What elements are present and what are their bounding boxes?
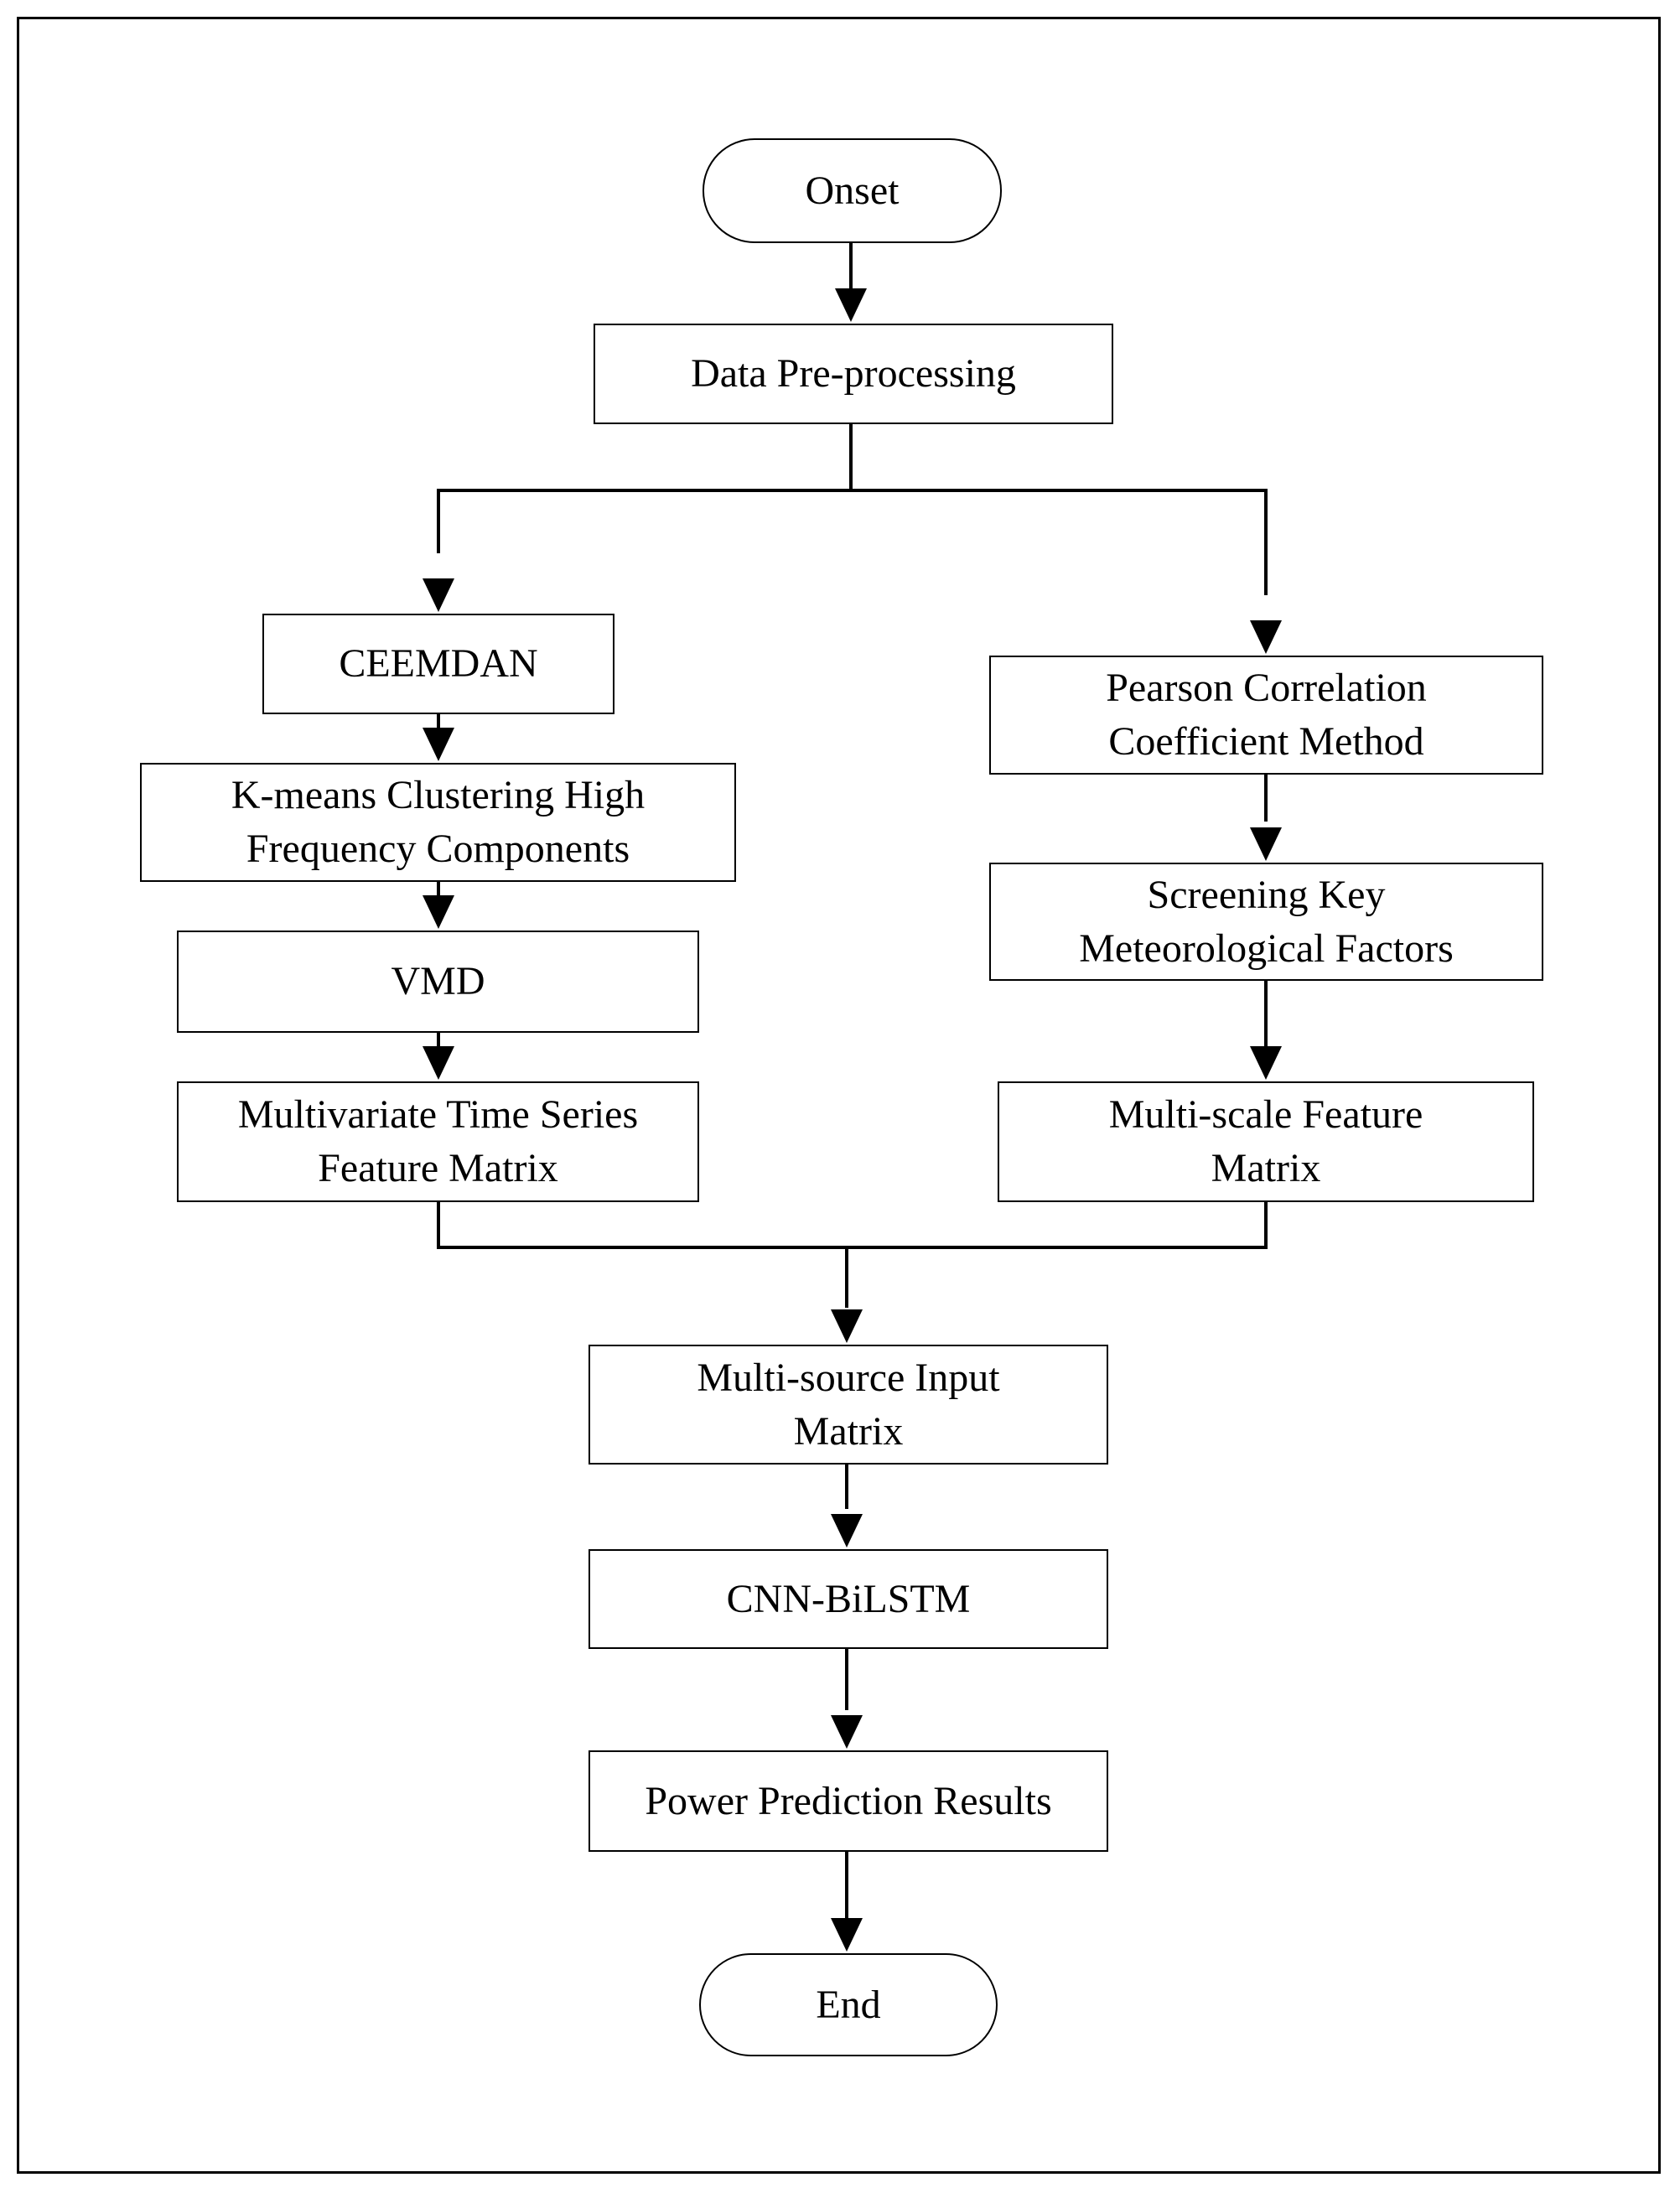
arrowhead-screening (1250, 827, 1282, 861)
arrowhead-multisource (831, 1309, 863, 1343)
vmd-label: VMD (391, 959, 485, 1003)
connector-merge (437, 1200, 1268, 1249)
arrowhead-results (831, 1715, 863, 1749)
ceemdan-box: CEEMDAN (262, 614, 614, 714)
arrowhead-vmd (423, 895, 454, 929)
multivariate-matrix-label: Multivariate Time Series Feature Matrix (237, 1092, 639, 1190)
arrowhead-preprocess (835, 288, 867, 322)
screening-label: Screening Key Meteorological Factors (1079, 872, 1454, 971)
power-prediction-box: Power Prediction Results (589, 1750, 1108, 1852)
data-preprocessing-box: Data Pre-processing (594, 324, 1113, 424)
cnn-bilstm-label: CNN-BiLSTM (726, 1576, 971, 1621)
kmeans-box: K-means Clustering High Frequency Compon… (140, 763, 736, 882)
cnn-bilstm-box: CNN-BiLSTM (589, 1549, 1108, 1649)
multisource-input-box: Multi-source Input Matrix (589, 1345, 1108, 1465)
arrowhead-multiscale (1250, 1046, 1282, 1080)
onset-terminal: Onset (703, 138, 1002, 243)
connector-preprocess-right (851, 489, 1268, 595)
end-terminal: End (699, 1953, 998, 2056)
ceemdan-label: CEEMDAN (339, 641, 538, 686)
multiscale-matrix-label: Multi-scale Feature Matrix (1108, 1092, 1423, 1190)
outer-frame (17, 17, 1661, 2174)
arrowhead-pearson (1250, 620, 1282, 654)
pearson-box: Pearson Correlation Coefficient Method (989, 656, 1543, 775)
kmeans-label: K-means Clustering High Frequency Compon… (231, 773, 646, 871)
power-prediction-label: Power Prediction Results (645, 1778, 1052, 1823)
arrowhead-kmeans (423, 728, 454, 761)
arrowhead-mts-matrix (423, 1046, 454, 1080)
multivariate-matrix-box: Multivariate Time Series Feature Matrix (177, 1081, 699, 1202)
onset-label: Onset (805, 168, 900, 213)
arrowhead-ceemdan (423, 578, 454, 612)
end-label: End (816, 1982, 881, 2027)
multiscale-matrix-box: Multi-scale Feature Matrix (998, 1081, 1534, 1202)
vmd-box: VMD (177, 931, 699, 1033)
pearson-label: Pearson Correlation Coefficient Method (1106, 666, 1427, 764)
screening-box: Screening Key Meteorological Factors (989, 863, 1543, 981)
arrowhead-cnn (831, 1514, 863, 1548)
arrowhead-end (831, 1918, 863, 1952)
data-preprocessing-label: Data Pre-processing (691, 351, 1016, 396)
multisource-input-label: Multi-source Input Matrix (697, 1355, 1000, 1454)
connector-preprocess-split (437, 423, 853, 553)
